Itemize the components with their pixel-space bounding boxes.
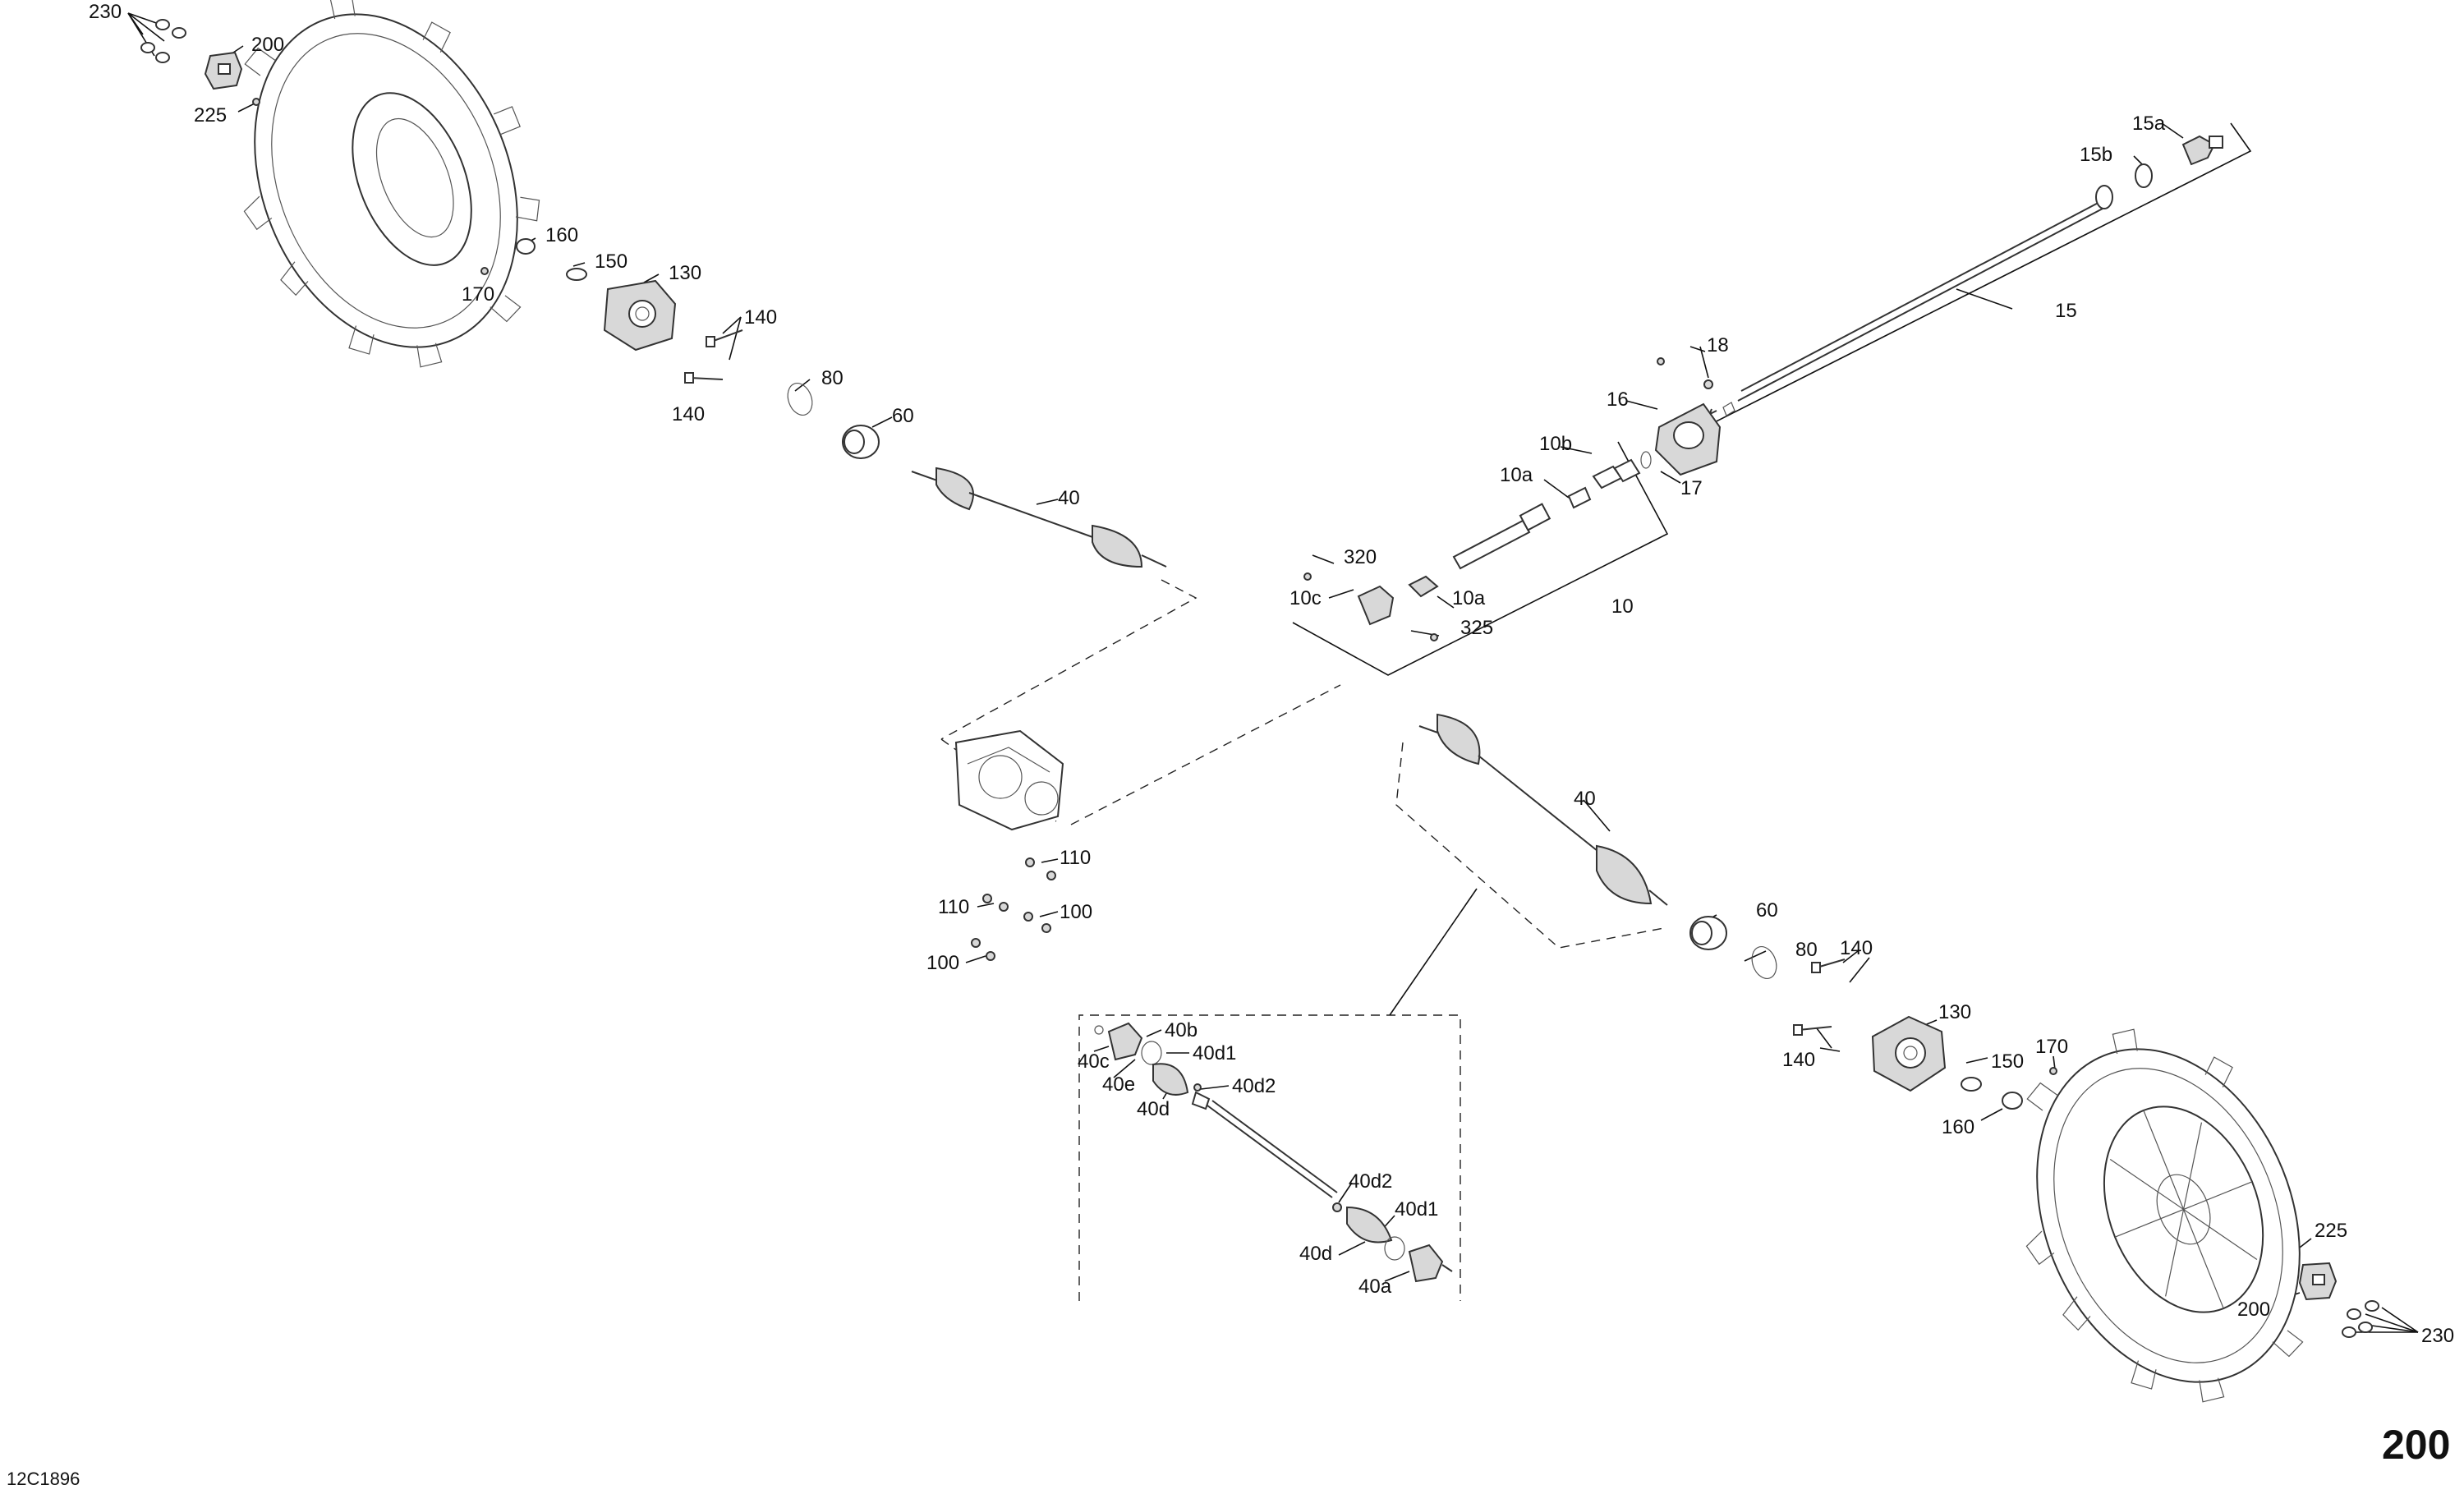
callout-label: 60 bbox=[1756, 899, 1778, 922]
callout-label: 40d1 bbox=[1193, 1042, 1236, 1064]
callout-label: 230 bbox=[2421, 1325, 2454, 1347]
differential-icon bbox=[954, 729, 1064, 831]
callout-label: 140 bbox=[744, 306, 777, 329]
bolt-icon bbox=[1793, 958, 1846, 1036]
bolt-icon bbox=[684, 329, 743, 384]
callout-label: 40b bbox=[1165, 1019, 1198, 1041]
callout-label: 320 bbox=[1344, 546, 1377, 568]
hub-icon bbox=[1871, 1015, 1947, 1092]
callout-label: 80 bbox=[1795, 939, 1818, 961]
callout-label: 15a bbox=[2132, 113, 2166, 135]
callout-label: 160 bbox=[545, 224, 578, 246]
callout-label: 170 bbox=[462, 283, 494, 306]
callout-label: 80 bbox=[821, 367, 844, 389]
callout-label: 40a bbox=[1358, 1276, 1392, 1298]
callout-label: 130 bbox=[669, 262, 701, 284]
callout-label: 225 bbox=[2315, 1220, 2347, 1242]
callout-label: 40 bbox=[1058, 487, 1080, 509]
callout-label: 10 bbox=[1611, 595, 1634, 618]
document-id: 12C1896 bbox=[7, 1469, 80, 1489]
callout-label: 40d2 bbox=[1232, 1075, 1276, 1097]
callout-label: 18 bbox=[1707, 334, 1729, 356]
callout-label: 160 bbox=[1942, 1116, 1974, 1138]
callout-label: 10a bbox=[1500, 464, 1533, 486]
callout-label: 10c bbox=[1289, 587, 1322, 609]
callout-label: 40d1 bbox=[1395, 1198, 1438, 1220]
callout-label: 40 bbox=[1574, 788, 1596, 810]
callout-labels: 230 200 225 160 150 130 170 140 140 80 6… bbox=[89, 1, 2454, 1347]
driveshaft-icon bbox=[1703, 135, 2223, 423]
nut-icon bbox=[1961, 1067, 2379, 1338]
callout-label: 60 bbox=[892, 405, 914, 427]
callout-label: 10b bbox=[1539, 433, 1572, 455]
callout-label: 225 bbox=[194, 104, 227, 126]
callout-label: 110 bbox=[938, 896, 969, 918]
callout-label: 16 bbox=[1607, 388, 1629, 411]
callout-label: 40d bbox=[1299, 1243, 1332, 1265]
callout-label: 100 bbox=[1060, 901, 1092, 923]
bearing-icon bbox=[842, 425, 880, 459]
cv-joint-icon bbox=[911, 467, 1167, 568]
callout-label: 15 bbox=[2055, 300, 2077, 322]
snap-ring-icon bbox=[787, 383, 813, 416]
callout-label: 40c bbox=[1078, 1050, 1110, 1073]
cv-joint-icon bbox=[1094, 1022, 1453, 1283]
snap-ring-icon bbox=[1751, 946, 1777, 979]
callout-label: 140 bbox=[672, 403, 705, 425]
callout-label: 40e bbox=[1102, 1073, 1135, 1096]
callout-label: 230 bbox=[89, 1, 122, 23]
callout-label: 140 bbox=[1782, 1049, 1815, 1071]
callout-label: 17 bbox=[1680, 477, 1703, 499]
bearing-icon bbox=[1689, 916, 1727, 950]
cv-joint-icon bbox=[1418, 713, 1668, 906]
callout-label: 140 bbox=[1840, 937, 1873, 959]
wheel-tire-icon bbox=[243, 0, 540, 368]
page-number: 200 bbox=[2382, 1422, 2450, 1468]
callout-label: 170 bbox=[2035, 1036, 2068, 1058]
bolt-icon bbox=[971, 857, 1056, 961]
hub-icon bbox=[2298, 1262, 2338, 1301]
callout-label: 100 bbox=[926, 952, 959, 974]
wheel-tire-icon bbox=[2025, 1028, 2304, 1403]
callout-label: 130 bbox=[1938, 1001, 1971, 1023]
hub-icon bbox=[204, 51, 243, 90]
callout-label: 200 bbox=[251, 34, 284, 56]
callout-label: 200 bbox=[2237, 1299, 2270, 1321]
callout-label: 325 bbox=[1460, 617, 1493, 639]
callout-label: 15b bbox=[2080, 144, 2112, 166]
callout-label: 10a bbox=[1452, 587, 1486, 609]
callout-label: 150 bbox=[595, 251, 627, 273]
driveshaft-icon bbox=[1303, 458, 1641, 641]
nut-icon bbox=[140, 19, 587, 281]
callout-label: 150 bbox=[1991, 1050, 2024, 1073]
bearing-icon bbox=[1640, 357, 1722, 476]
callout-label: 40d2 bbox=[1349, 1170, 1392, 1193]
callout-label: 40d bbox=[1137, 1098, 1170, 1120]
callout-label: 110 bbox=[1060, 847, 1091, 869]
hub-icon bbox=[603, 279, 677, 352]
